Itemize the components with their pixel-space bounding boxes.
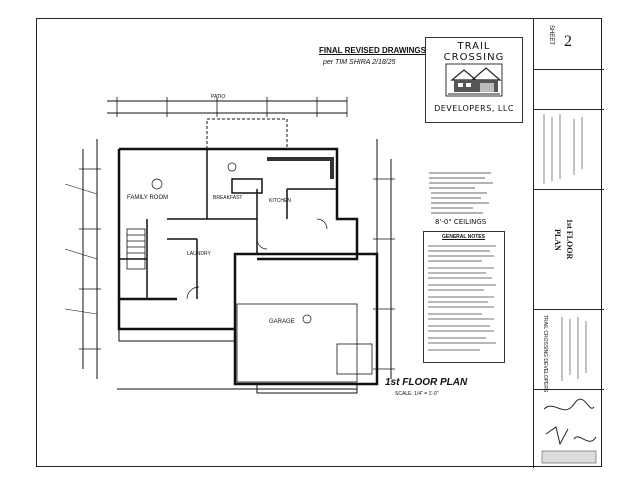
logo-bottom-text: DEVELOPERS, LLC xyxy=(434,104,514,113)
label-patio: PATIO xyxy=(211,94,226,100)
sheet-label: SHEET xyxy=(548,25,554,46)
revision-note: FINAL REVISED DRAWINGS xyxy=(319,46,426,55)
ceilings-note: 8'-0" CEILINGS xyxy=(435,218,487,226)
plan-scale: SCALE: 1/4" = 1'-0" xyxy=(395,391,439,397)
logo-top-text: TRAIL CROSSING xyxy=(443,41,505,63)
signature-stamp-icon xyxy=(541,398,597,464)
label-breakfast: BREAKFAST xyxy=(213,195,243,201)
general-notes-heading: GENERAL NOTES xyxy=(442,234,485,240)
drawing-title-2: PLAN xyxy=(553,229,562,251)
floor-plan-drawing xyxy=(64,97,395,394)
engineer-stamp-cell xyxy=(534,389,604,468)
sheet-number-cell: SHEET 2 xyxy=(534,19,604,70)
label-garage: GARAGE xyxy=(269,319,295,325)
firm-cell: TRAIL CROSSING DEVELOPERS xyxy=(534,309,604,393)
sheet-number: 2 xyxy=(564,33,572,50)
label-family-room: FAMILY ROOM xyxy=(127,195,169,201)
label-laundry: LAUNDRY xyxy=(187,251,211,257)
drawing-sheet: FINAL REVISED DRAWINGS per TIM SHIRA 2/1… xyxy=(36,18,604,468)
label-kitchen: KITCHEN xyxy=(269,198,291,204)
general-notes-box: GENERAL NOTES xyxy=(423,231,505,363)
revision-by: per TIM SHIRA 2/18/25 xyxy=(323,59,396,66)
title-block: SHEET 2 1st FLOOR PLAN TRAIL CROSSING DE… xyxy=(533,19,604,468)
title-block-revisions xyxy=(534,69,604,110)
drawing-title-1: 1st FLOOR xyxy=(565,219,574,260)
company-logo: TRAIL CROSSING DEVELOPERS, LLC xyxy=(425,37,523,123)
firm-name: TRAIL CROSSING DEVELOPERS xyxy=(542,315,548,393)
title-block-project-info xyxy=(534,109,604,190)
plan-title: 1st FLOOR PLAN xyxy=(385,377,468,388)
notes-block-upper xyxy=(425,169,501,217)
house-logo-icon xyxy=(445,63,503,97)
drawing-title-cell: 1st FLOOR PLAN xyxy=(534,189,604,310)
